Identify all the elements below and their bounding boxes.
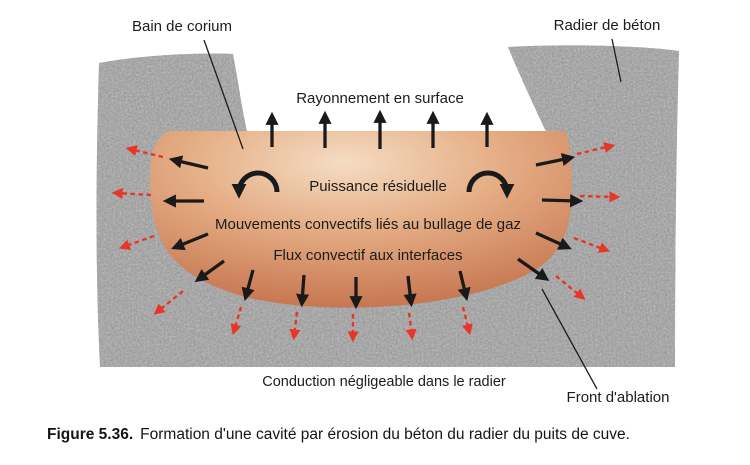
outward-arrow: [457, 270, 471, 302]
label-radier-de-beton: Radier de béton: [554, 17, 661, 34]
leader-line-bain-de-corium: [203, 39, 244, 150]
ablation-arrow: [573, 236, 611, 253]
ablation-arrow: [289, 311, 301, 341]
erosion-diagram: Bain de corium Radier de béton Rayonneme…: [96, 17, 679, 406]
outward-arrow: [296, 274, 310, 308]
outward-arrow: [541, 194, 584, 208]
ablation-arrow: [579, 191, 621, 203]
label-puissance-residuelle: Puissance résiduelle: [309, 178, 447, 195]
ablation-arrow: [461, 306, 473, 336]
convection-curl-arrows: [231, 170, 515, 199]
ablation-arrow: [230, 306, 243, 336]
radiation-arrows: [265, 109, 494, 149]
leader-line-radier-de-beton: [611, 38, 622, 83]
outward-arrow: [241, 269, 255, 302]
ablation-arrow: [555, 275, 586, 300]
ablation-arrow: [125, 145, 164, 159]
label-mouvements-convectifs: Mouvements convectifs liés au bullage de…: [215, 216, 521, 233]
label-flux-convectif: Flux convectif aux interfaces: [273, 247, 462, 264]
recirculation-arrow-icon: [231, 170, 280, 199]
figure-caption-text: Formation d'une cavité par érosion du bé…: [140, 426, 630, 443]
figure-caption: Figure 5.36. Formation d'une cavité par é…: [47, 426, 630, 444]
ablation-arrow: [405, 312, 417, 341]
label-conduction-negligeable: Conduction négligeable dans le radier: [262, 374, 506, 390]
ablation-flux-arrows: [111, 142, 621, 343]
outward-arrow: [535, 231, 572, 250]
interface-flux-arrows: [162, 153, 584, 310]
recirculation-arrow-icon: [466, 170, 515, 199]
ablation-arrow: [118, 234, 155, 250]
label-front-ablation: Front d'ablation: [567, 389, 670, 406]
ablation-arrow: [576, 142, 616, 156]
leader-lines: [203, 38, 622, 390]
leader-line-front-ablation: [541, 288, 598, 390]
ablation-arrow: [111, 187, 152, 199]
figure-number: Figure 5.36.: [47, 426, 134, 443]
label-bain-de-corium: Bain de corium: [132, 18, 232, 35]
label-rayonnement: Rayonnement en surface: [296, 90, 464, 107]
outward-arrow: [535, 153, 576, 167]
outward-arrow: [517, 257, 550, 282]
outward-arrow: [171, 232, 209, 251]
outward-arrow: [194, 259, 225, 283]
outward-arrow: [403, 275, 417, 308]
outward-arrow: [168, 155, 209, 170]
ablation-arrow: [153, 290, 184, 315]
